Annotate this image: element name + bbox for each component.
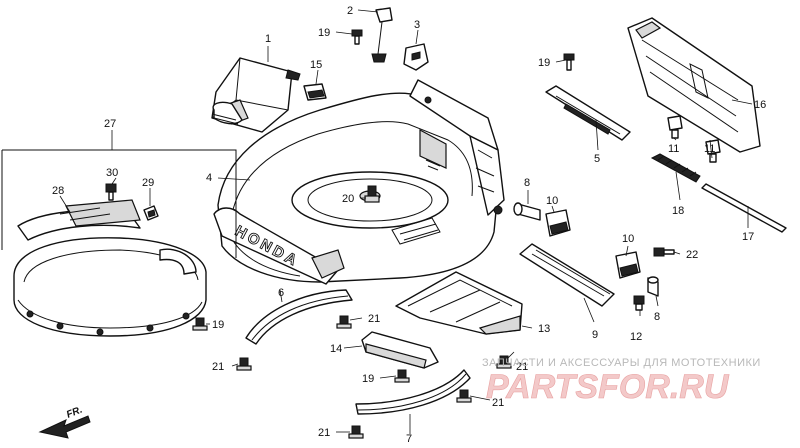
label-part-12: 12 (630, 331, 642, 343)
part-curved-skirt-bottom (355, 369, 471, 415)
label-part-18: 18 (672, 205, 684, 217)
label-part-4: 4 (206, 172, 212, 184)
bolt-top-right (563, 53, 575, 71)
label-part-21e: 21 (318, 427, 330, 439)
direction-arrow: FR. (38, 405, 91, 439)
label-part-29: 29 (142, 177, 154, 189)
bolt-bottom-5 (456, 389, 472, 403)
label-part-19a: 19 (318, 27, 330, 39)
bolt-bottom-2 (236, 357, 252, 371)
label-part-17: 17 (742, 231, 754, 243)
label-part-28: 28 (52, 185, 64, 197)
label-part-10b: 10 (622, 233, 634, 245)
block-lower (615, 251, 641, 279)
part-bracket (403, 43, 429, 71)
label-part-19d: 19 (362, 373, 374, 385)
leader-lines (59, 9, 753, 434)
bolt-right (653, 247, 675, 257)
label-part-8a: 8 (524, 177, 530, 189)
part-hinge-plate (545, 85, 631, 141)
label-part-11b: 11 (704, 143, 715, 155)
watermark: ЗАПЧАСТИ И АКСЕССУАРЫ ДЛЯ МОТОТЕХНИКИ PA… (482, 357, 761, 406)
block-upper (545, 209, 571, 237)
label-part-5: 5 (594, 153, 600, 165)
bolt-top-left (351, 29, 363, 45)
part-side-bracket (361, 331, 439, 369)
label-part-16: 16 (754, 99, 766, 111)
bolt-bottom-3 (394, 369, 410, 383)
label-part-15: 15 (310, 59, 322, 71)
bolt-bottom-1 (336, 315, 352, 329)
bolt-bottom-6 (348, 425, 364, 439)
label-part-19c: 19 (212, 319, 224, 331)
label-part-19b: 19 (538, 57, 550, 69)
label-part-3: 3 (414, 19, 420, 31)
part-rear-flap (627, 17, 761, 153)
part-curved-skirt-left (245, 289, 353, 345)
bolt-center (364, 185, 380, 203)
mower-deck-housing: HONDA (213, 79, 505, 285)
label-part-27: 27 (104, 118, 116, 130)
label-part-22: 22 (686, 249, 698, 261)
part-small-spacer (633, 295, 645, 311)
bushing-upper (667, 115, 683, 139)
label-part-10a: 10 (546, 195, 558, 207)
part-control-box (211, 57, 301, 133)
label-part-2: 2 (347, 5, 353, 17)
label-part-8b: 8 (654, 311, 660, 323)
part-hinge-rod (701, 183, 787, 233)
pin-upper (513, 202, 541, 221)
label-part-21a: 21 (368, 313, 380, 325)
label-part-9: 9 (592, 329, 598, 341)
label-part-1: 1 (265, 33, 271, 45)
label-part-21c: 21 (516, 361, 528, 373)
part-bag-frame (13, 199, 207, 337)
bolt-left-group (192, 317, 208, 331)
watermark-logo: PARTSFOR.RU (486, 368, 730, 406)
subassembly-frame (1, 149, 237, 258)
label-part-13: 13 (538, 323, 550, 335)
part-nut (143, 205, 159, 221)
part-screw (105, 183, 117, 201)
part-guide-plate (519, 243, 615, 307)
part-number-labels: 1 2 3 4 5 6 7 8 8 9 10 10 11 11 12 13 14… (52, 5, 766, 445)
label-part-21d: 21 (492, 397, 504, 409)
label-part-11a: 11 (668, 143, 679, 155)
bushing-lower (705, 139, 721, 163)
part-torsion-spring (650, 153, 701, 183)
watermark-tagline: ЗАПЧАСТИ И АКСЕССУАРЫ ДЛЯ МОТОТЕХНИКИ (482, 357, 761, 369)
label-part-20: 20 (342, 193, 354, 205)
part-grommet (303, 83, 327, 101)
label-part-30: 30 (106, 167, 118, 179)
label-part-7: 7 (406, 433, 412, 445)
bolt-bottom-4 (496, 355, 512, 369)
part-cable-rod (371, 7, 393, 63)
label-part-21b: 21 (212, 361, 224, 373)
pin-lower (647, 276, 659, 297)
label-part-6: 6 (278, 287, 284, 299)
label-part-14: 14 (330, 343, 342, 355)
part-deflector (395, 271, 523, 335)
